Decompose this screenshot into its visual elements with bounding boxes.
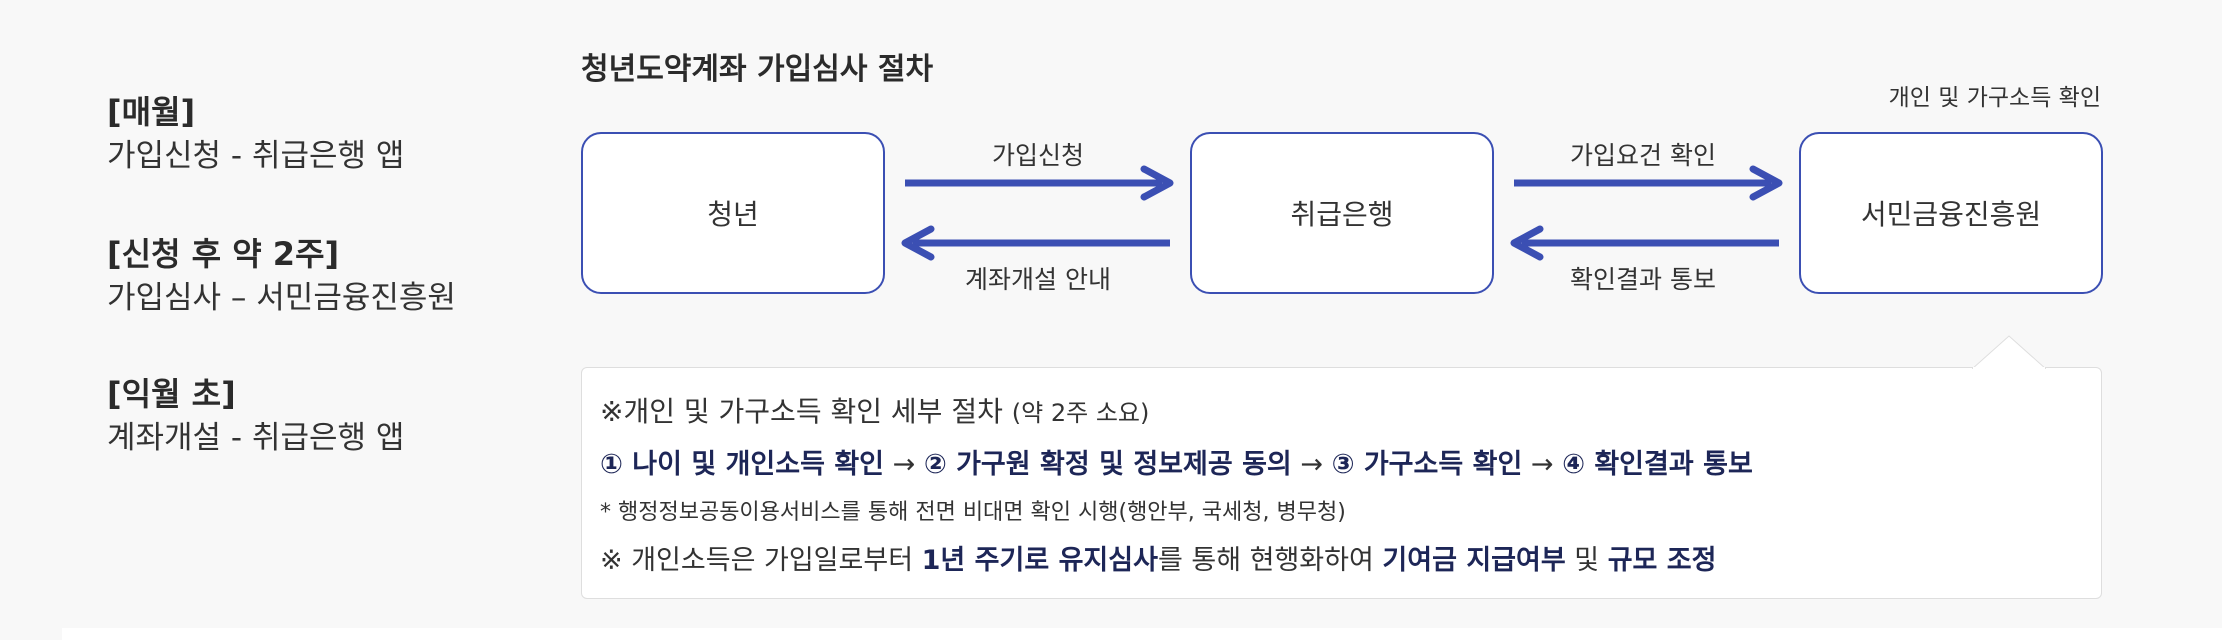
node-bank: 취급은행: [1190, 132, 1494, 294]
flow-arrow-head: [1140, 165, 1174, 201]
detail-renewal-note: ※ 개인소득은 가입일로부터 1년 주기로 유지심사를 통해 현행화하여 기여금…: [600, 545, 1717, 576]
flow-arrow-head: [1510, 225, 1544, 261]
edge-label-eligibility-check: 가입요건 확인: [1570, 141, 1716, 170]
step-2: ② 가구원 확정 및 정보제공 동의: [923, 449, 1292, 480]
detail-notch: [1972, 335, 2046, 369]
schedule-label: [익월 초]: [107, 375, 236, 413]
step-arrow: →: [1522, 449, 1563, 480]
step-arrow: →: [884, 449, 924, 480]
detail-note: * 행정정보공동이용서비스를 통해 전면 비대면 확인 시행(행안부, 국세청,…: [600, 500, 1346, 525]
schedule-desc: 계좌개설 - 취급은행 앱: [107, 420, 405, 456]
detail-duration: (약 2주 소요): [1011, 399, 1150, 427]
schedule-label: [신청 후 약 2주]: [107, 235, 340, 273]
schedule-item-monthly: [매월] 가입신청 - 취급은행 앱: [107, 90, 547, 178]
step-3: ③ 가구소득 확인: [1331, 449, 1523, 480]
detail-box: ※개인 및 가구소득 확인 세부 절차 (약 2주 소요) ① 나이 및 개인소…: [581, 367, 2102, 599]
schedule-item-two-weeks: [신청 후 약 2주] 가입심사 – 서민금융진흥원: [107, 232, 547, 320]
edge-label-result-notice: 확인결과 통보: [1570, 265, 1716, 294]
flow-arrow-head: [901, 225, 935, 261]
flow-arrow-head: [1749, 165, 1783, 201]
detail-heading: ※개인 및 가구소득 확인 세부 절차 (약 2주 소요): [600, 395, 1150, 428]
node-youth: 청년: [581, 132, 885, 294]
bottom-band: [62, 628, 2222, 640]
step-4: ④ 확인결과 통보: [1562, 449, 1753, 480]
step-arrow: →: [1291, 449, 1332, 480]
schedule-desc: 가입심사 – 서민금융진흥원: [107, 280, 456, 316]
node-agency: 서민금융진흥원: [1799, 132, 2103, 294]
schedule-label: [매월]: [107, 93, 196, 131]
diagram-title: 청년도약계좌 가입심사 절차: [581, 52, 934, 87]
schedule-item-next-month: [익월 초] 계좌개설 - 취급은행 앱: [107, 372, 547, 460]
edge-label-apply: 가입신청: [991, 141, 1085, 170]
detail-steps: ① 나이 및 개인소득 확인 → ② 가구원 확정 및 정보제공 동의 → ③ …: [600, 442, 1753, 481]
income-check-note: 개인 및 가구소득 확인: [1888, 85, 2101, 111]
schedule-desc: 가입신청 - 취급은행 앱: [107, 138, 405, 174]
edge-label-account-notice: 계좌개설 안내: [965, 265, 1111, 294]
step-1: ① 나이 및 개인소득 확인: [600, 449, 885, 480]
